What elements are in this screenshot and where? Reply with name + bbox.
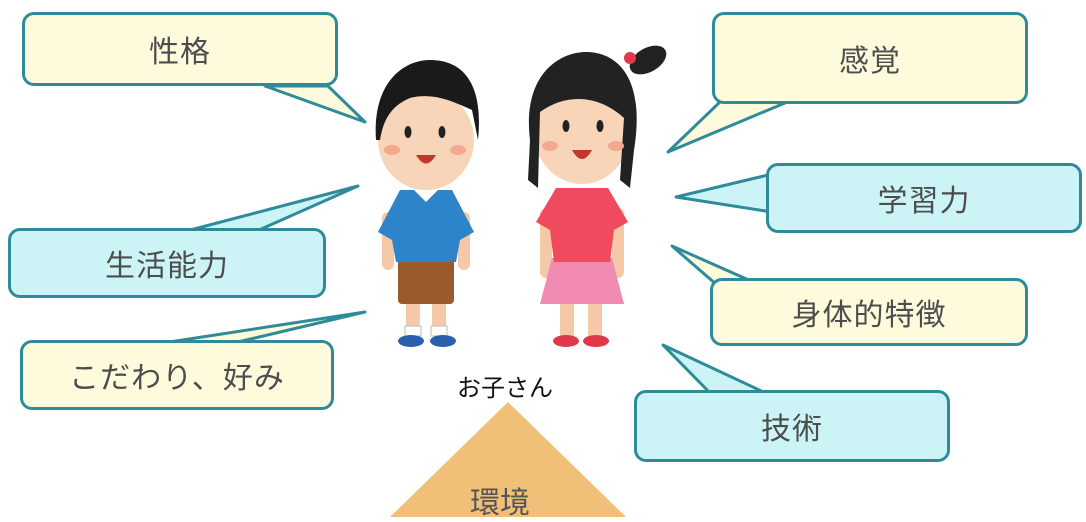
physical-label: 身体的特徴 xyxy=(791,298,947,333)
bubble-skills: 技術 xyxy=(634,390,950,462)
environment-label: 環境 xyxy=(470,486,530,521)
boy-shorts xyxy=(398,258,454,304)
tail-learning xyxy=(674,172,774,214)
boy-mouth xyxy=(416,155,436,164)
girl-face xyxy=(534,80,630,184)
tail-living xyxy=(173,184,360,236)
preferences-label: こだわり、好み xyxy=(69,361,285,396)
senses-label: 感覚 xyxy=(839,44,901,79)
bubble-preferences: こだわり、好み xyxy=(20,340,334,410)
boy-face xyxy=(378,90,474,190)
boy-left-cheek xyxy=(384,145,400,155)
boy-right-eye xyxy=(438,126,446,138)
girl-left-eye xyxy=(562,120,570,132)
boy-shirt xyxy=(378,190,474,262)
learning-label: 学習力 xyxy=(877,184,971,219)
personality-label: 性格 xyxy=(149,35,211,70)
tail-skills xyxy=(661,343,772,397)
bubble-personality: 性格 xyxy=(22,12,338,86)
girl-left-shoe xyxy=(553,335,579,347)
bubble-living: 生活能力 xyxy=(8,228,326,298)
girl-illustration xyxy=(528,45,667,347)
girl-right-shoe xyxy=(583,335,609,347)
bubble-senses: 感覚 xyxy=(712,12,1028,104)
girl-ponytail xyxy=(629,45,667,75)
girl-left-leg xyxy=(560,296,574,336)
girl-right-eye xyxy=(596,120,604,132)
boy-right-shoe xyxy=(430,335,456,347)
boy-illustration xyxy=(375,60,479,347)
environment-triangle xyxy=(390,402,626,517)
living-label: 生活能力 xyxy=(105,249,229,284)
boy-right-cheek xyxy=(450,145,466,155)
boy-hair xyxy=(375,60,479,140)
boy-collar xyxy=(414,190,438,202)
girl-hair xyxy=(528,52,637,188)
bubble-learning: 学習力 xyxy=(766,163,1082,233)
girl-shirt xyxy=(536,188,628,262)
tail-personality xyxy=(263,84,367,124)
boy-left-shoe xyxy=(398,335,424,347)
girl-right-leg xyxy=(588,296,602,336)
bubble-physical: 身体的特徴 xyxy=(710,278,1028,346)
skills-label: 技術 xyxy=(761,412,823,447)
girl-hair-tie xyxy=(624,52,636,64)
girl-left-cheek xyxy=(542,141,558,151)
boy-right-leg xyxy=(432,298,446,334)
boy-left-leg xyxy=(406,298,420,334)
boy-left-eye xyxy=(404,126,412,138)
boy-left-sock xyxy=(404,325,422,337)
child-label: お子さん xyxy=(457,374,553,402)
girl-right-cheek xyxy=(608,141,624,151)
girl-mouth xyxy=(572,150,592,159)
boy-right-sock xyxy=(430,325,448,337)
girl-skirt xyxy=(540,258,624,304)
tail-senses xyxy=(666,98,794,154)
